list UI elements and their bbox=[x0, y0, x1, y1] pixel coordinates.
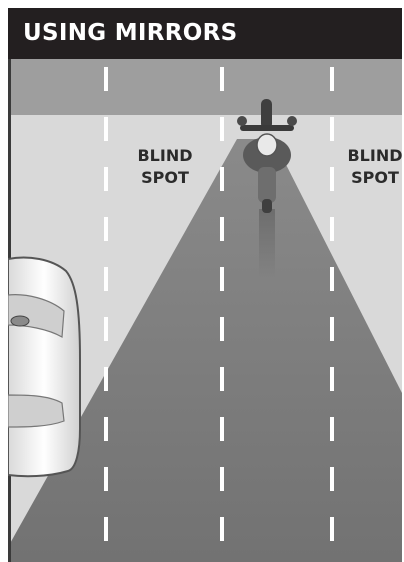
car-mirror bbox=[11, 316, 29, 326]
lane-dash bbox=[330, 167, 334, 191]
lane-dash bbox=[220, 317, 224, 341]
lane-dash bbox=[220, 367, 224, 391]
bike-body bbox=[258, 167, 276, 203]
lane-dash bbox=[104, 267, 108, 291]
lane-dash bbox=[220, 467, 224, 491]
lane-dash bbox=[330, 467, 334, 491]
blind-spot-label-line2: SPOT bbox=[342, 167, 402, 189]
lane-dash bbox=[104, 367, 108, 391]
lane-dash bbox=[220, 417, 224, 441]
lane-dash bbox=[330, 367, 334, 391]
lane-dash bbox=[104, 117, 108, 141]
blind-spot-label-line1: BLIND bbox=[132, 145, 198, 167]
lane-dash bbox=[104, 317, 108, 341]
header-bar: USING MIRRORS bbox=[8, 8, 402, 59]
lane-dash bbox=[220, 517, 224, 541]
lane-dash bbox=[220, 217, 224, 241]
lane-dash bbox=[220, 167, 224, 191]
car-body bbox=[8, 258, 80, 477]
blind-spot-label-left: BLIND SPOT bbox=[132, 145, 198, 189]
rear-wheel bbox=[262, 199, 272, 213]
lane-dash bbox=[330, 67, 334, 91]
lane-dash bbox=[104, 167, 108, 191]
road-surface bbox=[8, 59, 402, 115]
car-icon bbox=[8, 258, 80, 477]
right-mirror bbox=[287, 116, 297, 126]
front-wheel bbox=[261, 99, 272, 129]
lane-dash bbox=[104, 217, 108, 241]
lane-dash bbox=[220, 117, 224, 141]
handlebar bbox=[240, 125, 294, 131]
lane-dash bbox=[330, 117, 334, 141]
lane-dash bbox=[104, 517, 108, 541]
lane-dash bbox=[220, 67, 224, 91]
lane-dash bbox=[330, 217, 334, 241]
lane-dash bbox=[330, 517, 334, 541]
figure-title: USING MIRRORS bbox=[23, 18, 238, 48]
lane-dash bbox=[220, 267, 224, 291]
lane-dash bbox=[104, 417, 108, 441]
rider-helmet bbox=[257, 134, 277, 156]
left-mirror bbox=[237, 116, 247, 126]
road-scene: BLIND SPOT BLIND SPOT bbox=[8, 59, 402, 562]
lane-dash bbox=[330, 417, 334, 441]
blind-spot-label-line1: BLIND bbox=[342, 145, 402, 167]
lane-dash bbox=[104, 67, 108, 91]
lane-dash bbox=[330, 317, 334, 341]
blind-spot-label-right: BLIND SPOT bbox=[342, 145, 402, 189]
car-rear-window bbox=[8, 395, 64, 427]
lane-dash bbox=[330, 267, 334, 291]
lane-dash bbox=[104, 467, 108, 491]
motion-trail bbox=[259, 209, 275, 279]
blind-spot-label-line2: SPOT bbox=[132, 167, 198, 189]
mirrors-figure: USING MIRRORS bbox=[8, 8, 402, 562]
